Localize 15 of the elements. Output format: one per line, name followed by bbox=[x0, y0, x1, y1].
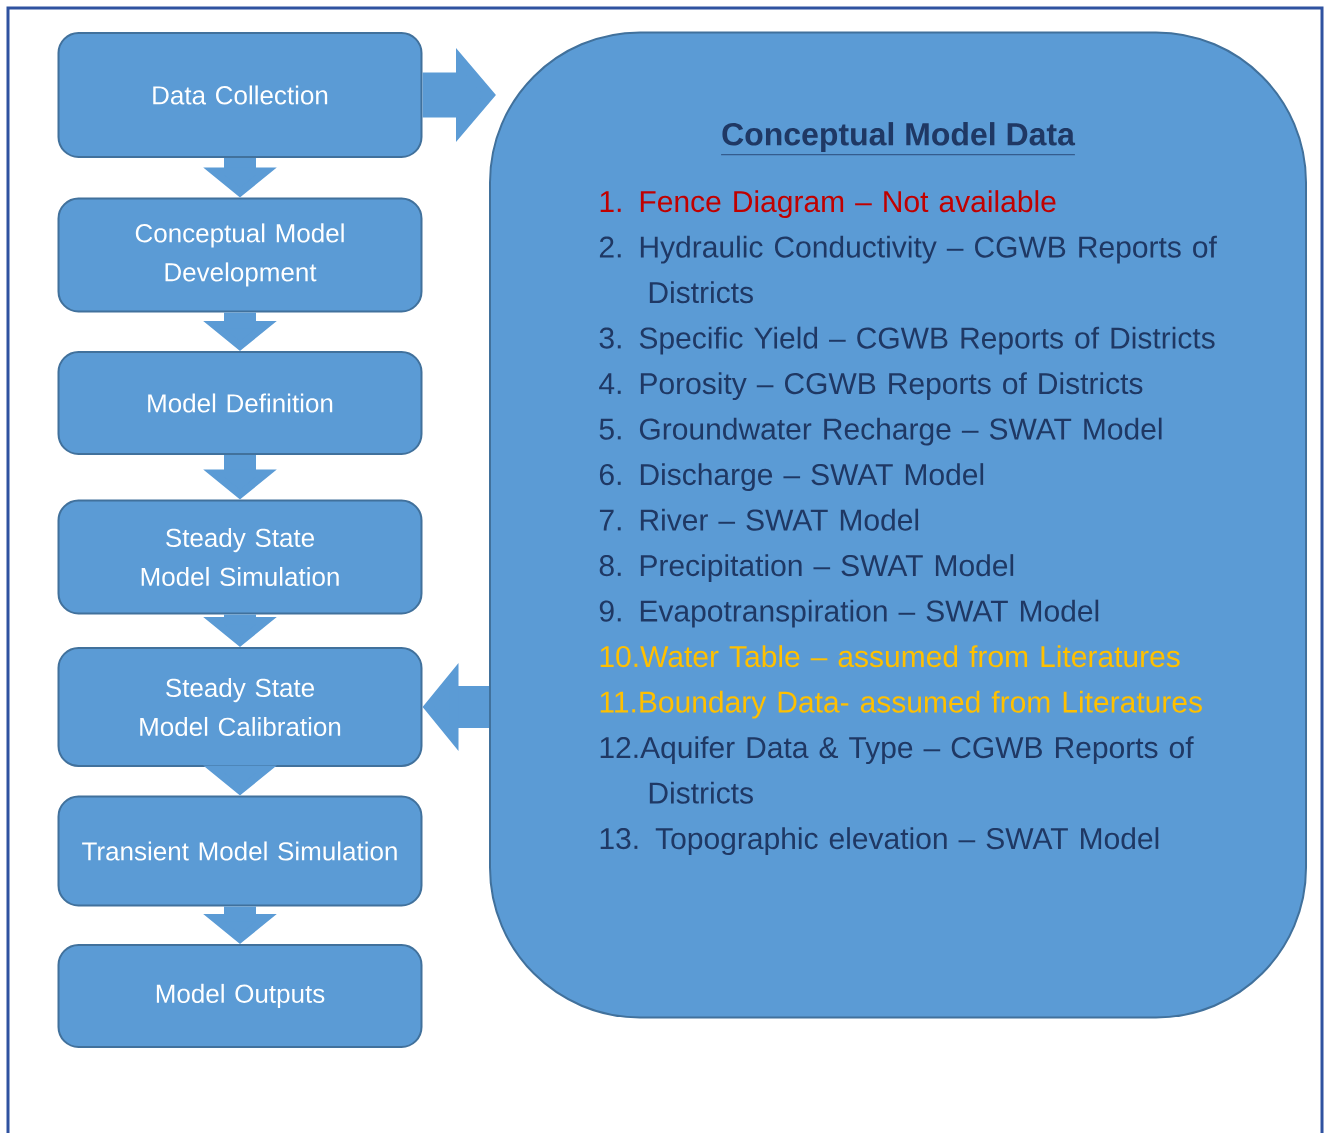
list-item: 13. Topographic elevation – SWAT Model bbox=[600, 827, 1159, 856]
list-item: 3. Specific Yield – CGWB Reports of Districts bbox=[599, 326, 1215, 355]
list-item: 11.Boundary Data- assumed from Literatures bbox=[600, 690, 1202, 719]
list-item: 5. Groundwater Recharge – SWAT Model bbox=[599, 417, 1162, 446]
list-item: 10.Water Table – assumed from Literatures bbox=[600, 645, 1180, 668]
panel-title: Conceptual Model Data bbox=[720, 122, 1076, 156]
list-item: 9. Evapotranspiration – SWAT Model bbox=[599, 599, 1099, 628]
list-item: 2. Hydraulic Conductivity – CGWB Reports of Districts bbox=[599, 235, 1217, 304]
list-item: 7. River – SWAT Model bbox=[599, 508, 919, 531]
process-box: Data Collection bbox=[57, 32, 423, 158]
list-item: 6. Discharge – SWAT Model bbox=[599, 463, 984, 492]
list-item: 12.Aquifer Data & Type – CGWB Reports of Districts bbox=[600, 736, 1194, 804]
list-item: 4. Porosity – CGWB Reports of Districts bbox=[599, 372, 1143, 401]
list-item: 8. Precipitation – SWAT Model bbox=[599, 554, 1014, 583]
list-item: 1. Fence Diagram – Not available bbox=[600, 190, 1056, 219]
